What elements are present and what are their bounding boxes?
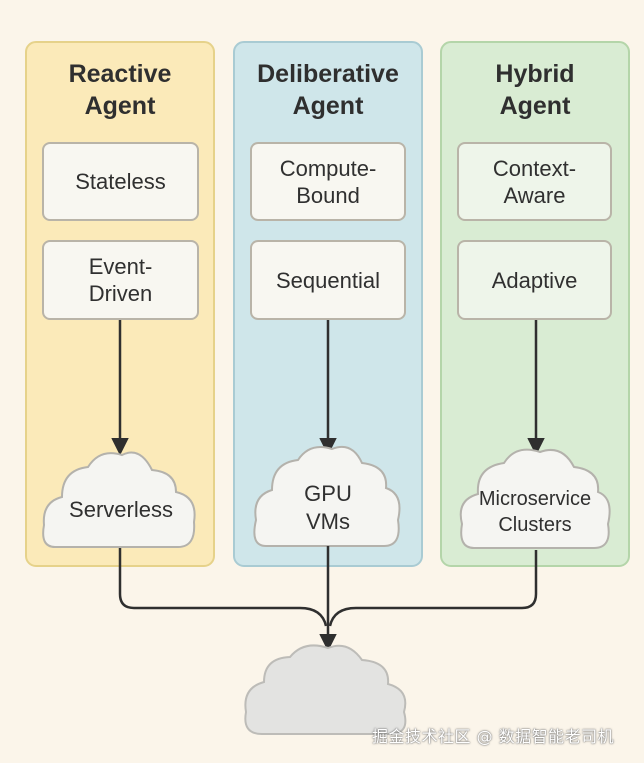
box-compute-bound: Compute- Bound <box>250 142 406 221</box>
watermark: 掘金技术社区 @ 数据智能老司机 <box>372 727 615 746</box>
box-stateless: Stateless <box>42 142 199 221</box>
cloud-microservice <box>459 448 611 549</box>
cloud-serverless <box>42 451 196 548</box>
merge-line-right <box>328 550 538 627</box>
cloud-bottom <box>244 644 407 735</box>
column-title-deliberative: Deliberative Agent <box>257 60 399 120</box>
box-event-driven: Event- Driven <box>42 240 199 320</box>
column-title-hybrid: Hybrid Agent <box>495 60 575 120</box>
box-adaptive: Adaptive <box>457 240 612 320</box>
box-sequential: Sequential <box>250 240 406 320</box>
column-title-reactive: Reactive Agent <box>68 60 172 120</box>
cloud-gpu-vms <box>253 445 401 547</box>
cloud-label-serverless: Serverless <box>69 497 173 522</box>
cloud-label-microservice: Microservice Clusters <box>478 488 592 536</box>
merge-line-left <box>118 548 328 627</box>
cloud-label-gpu-vms: GPU VMs <box>304 481 352 534</box>
box-context-aware: Context- Aware <box>457 142 612 221</box>
